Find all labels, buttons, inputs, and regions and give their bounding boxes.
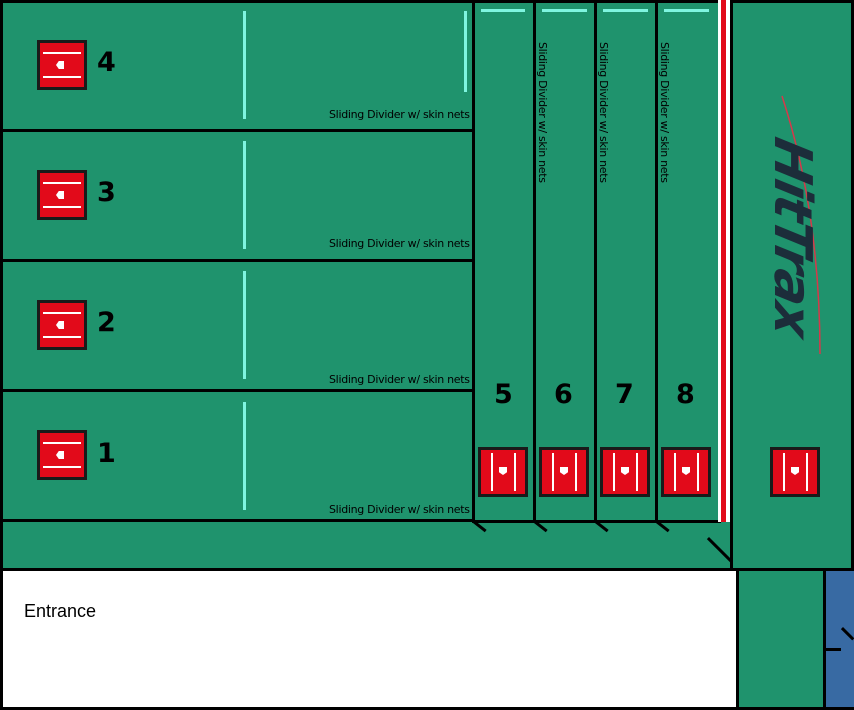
net-line	[243, 141, 246, 249]
home-plate-icon	[37, 300, 87, 350]
divider-label: Sliding Divider w/ skin nets	[329, 237, 470, 250]
cage-number: 1	[97, 438, 116, 469]
divider-label: Sliding Divider w/ skin nets	[597, 42, 610, 183]
entrance-label: Entrance	[24, 601, 97, 621]
home-plate-icon	[661, 447, 711, 497]
cage-number: 8	[676, 379, 695, 410]
cage-number: 3	[97, 177, 116, 208]
home-plate-icon	[770, 447, 820, 497]
net-line	[243, 402, 246, 510]
home-plate-icon	[37, 430, 87, 480]
divider-strip	[718, 0, 730, 522]
cage-number: 4	[97, 47, 116, 78]
blue-room	[823, 568, 854, 710]
corridor	[0, 519, 736, 571]
divider-label: Sliding Divider w/ skin nets	[329, 108, 470, 121]
divider-label: Sliding Divider w/ skin nets	[329, 503, 470, 516]
divider-label: Sliding Divider w/ skin nets	[329, 373, 470, 386]
cage-number: 7	[615, 379, 634, 410]
divider-label: Sliding Divider w/ skin nets	[536, 42, 549, 183]
home-plate-icon	[37, 170, 87, 220]
net-line	[603, 9, 648, 12]
net-line	[481, 9, 525, 12]
home-plate-icon	[600, 447, 650, 497]
cage-number: 6	[554, 379, 573, 410]
net-line	[542, 9, 587, 12]
cage-5	[472, 0, 536, 523]
home-plate-icon	[539, 447, 589, 497]
side-room	[736, 568, 826, 710]
divider-label: Sliding Divider w/ skin nets	[658, 42, 671, 183]
net-line	[664, 9, 709, 12]
net-line	[243, 11, 246, 119]
home-plate-icon	[37, 40, 87, 90]
entrance-area: Entrance	[0, 568, 740, 710]
cage-number: 2	[97, 307, 116, 338]
net-line	[243, 271, 246, 379]
home-plate-icon	[478, 447, 528, 497]
hittrax-logo: HitTrax	[760, 92, 830, 362]
cage-6	[533, 0, 598, 523]
net-line	[464, 11, 467, 92]
logo-text: HitTrax	[762, 132, 822, 342]
cage-number: 5	[494, 379, 513, 410]
door	[826, 648, 841, 651]
